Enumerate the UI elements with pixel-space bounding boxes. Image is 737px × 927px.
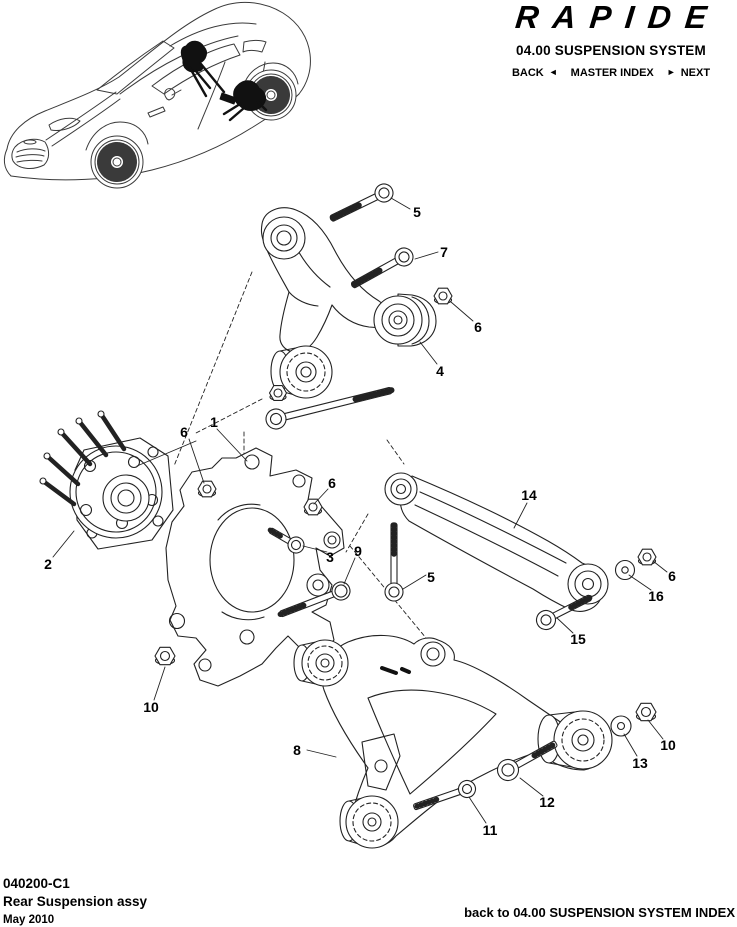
front-wheel [90,135,144,189]
washer-lower-arm [610,715,632,737]
callout-10: 10 [660,737,676,753]
nav-bar: BACK ◄ MASTER INDEX ► NEXT [485,67,737,79]
page-header: RAPIDE 04.00 SUSPENSION SYSTEM BACK ◄ MA… [485,0,737,79]
car-illustration [3,1,311,189]
bolt-knuckle-small [267,527,305,554]
callout-5: 5 [427,569,435,585]
suspension-link-lines [188,62,268,122]
lower-control-arm [293,634,613,849]
bolt-upper-arm-loose [265,386,395,430]
callout-7: 7 [440,244,448,260]
nav-next[interactable]: ► NEXT [667,67,710,79]
callout-6: 6 [668,568,676,584]
back-to-index-link[interactable]: back to 04.00 SUSPENSION SYSTEM INDEX [464,905,735,920]
callout-9: 9 [354,543,362,559]
nut-knuckle-left-part [197,480,217,498]
callout-2: 2 [44,556,52,572]
nav-master-index[interactable]: MASTER INDEX [571,67,654,79]
section-title: 04.00 SUSPENSION SYSTEM [516,42,706,58]
nut-upper-arm-lower [268,385,288,401]
callout-5: 5 [413,204,421,220]
callout-6: 6 [474,319,482,335]
nut-lower-arm-left-part [154,646,176,666]
nav-master-index-label: MASTER INDEX [570,66,654,79]
washer-toe-link [614,559,636,581]
rear-knuckle [165,447,345,687]
callout-leader-lines [52,197,668,824]
callout-10: 10 [143,699,159,715]
next-arrow-icon: ► [666,67,676,78]
bushing-upper-arm [373,293,437,347]
nav-next-label: NEXT [680,66,711,79]
document-date: May 2010 [3,914,55,926]
document-title: Rear Suspension assy [3,894,148,909]
callout-16: 16 [648,588,664,604]
callout-4: 4 [436,363,444,379]
callout-8: 8 [293,742,301,758]
back-arrow-icon: ◄ [548,67,558,78]
callout-13: 13 [632,755,648,771]
bolt-lower-front [412,779,477,811]
nut-upper-arm [433,287,453,305]
callout-14: 14 [521,487,537,503]
callout-11: 11 [482,822,498,838]
callout-15: 15 [570,631,586,647]
bolt-lower-outer [496,740,558,782]
bolt-knuckle-long [277,581,351,618]
toe-link [384,472,609,612]
callout-12: 12 [539,794,555,810]
bolt-upper-front [328,183,394,222]
bolt-toe-link-outer [535,594,593,631]
wheel-studs [40,411,127,507]
upper-control-arm [260,207,393,399]
hub-assembly [39,410,197,550]
callout-6: 6 [328,475,336,491]
nut-knuckle-right-part [303,498,323,516]
nut-toe-link [637,548,657,566]
callout-3: 3 [326,549,334,565]
nut-lower-arm-right-part [635,702,657,722]
nav-back[interactable]: BACK ◄ [512,67,558,79]
footer-document-info: 040200-C1 Rear Suspension assy May 2010 [3,876,147,926]
bolt-upper-rear [350,247,414,289]
document-code: 040200-C1 [3,876,70,891]
nav-back-label: BACK [511,66,544,79]
callout-1: 1 [210,414,218,430]
bolt-toe-link-inner [384,521,404,602]
callout-6: 6 [180,424,188,440]
